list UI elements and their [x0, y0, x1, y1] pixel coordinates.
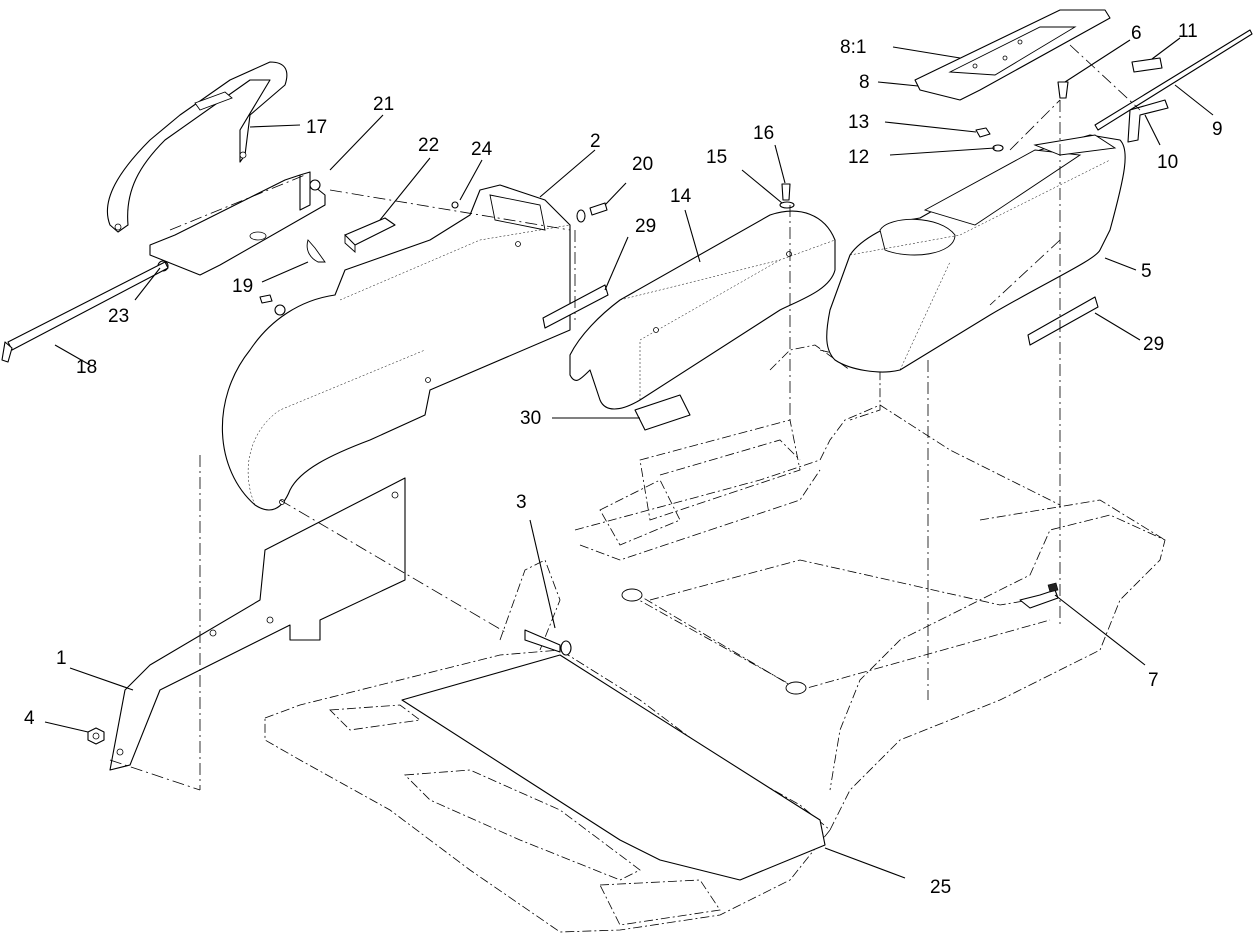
part-9-rod — [1094, 29, 1253, 131]
callout-1: 1 — [56, 648, 67, 669]
callout-5: 5 — [1141, 261, 1152, 282]
part-15-washer — [779, 201, 795, 209]
callout-20: 20 — [632, 154, 653, 175]
callout-3: 3 — [516, 492, 527, 513]
callout-9: 9 — [1212, 119, 1223, 140]
part-4-nut — [87, 727, 105, 745]
callout-8: 8 — [859, 72, 870, 93]
leader-lines — [44, 37, 1214, 879]
part-30-decal — [634, 394, 691, 431]
part-13-bolt — [975, 127, 991, 138]
callout-12: 12 — [848, 147, 869, 168]
part-29-decal-right — [1027, 296, 1099, 346]
part-11-cap — [1131, 57, 1163, 73]
part-8-armrest — [914, 9, 1111, 101]
callout-11: 11 — [1178, 21, 1198, 42]
callout-21: 21 — [373, 94, 394, 115]
fastener-19-screw — [259, 294, 286, 316]
callout-4: 4 — [24, 708, 35, 729]
alignment-lines — [109, 44, 1141, 791]
part-24-screw — [451, 201, 459, 209]
part-22-clip — [344, 217, 396, 254]
callout-labels: 1 2 3 4 5 6 7 8 8:1 9 10 11 12 13 14 15 … — [24, 21, 1223, 898]
callout-30: 30 — [520, 408, 541, 429]
part-5-right-console — [826, 134, 1126, 373]
callout-25: 25 — [930, 877, 951, 898]
callout-19: 19 — [232, 276, 253, 297]
callout-29-right: 29 — [1143, 334, 1164, 355]
part-21-bracket — [149, 171, 326, 276]
callout-16: 16 — [753, 123, 774, 144]
part-10-bracket — [1127, 99, 1169, 143]
callout-8-1: 8:1 — [840, 37, 866, 58]
callout-14: 14 — [670, 186, 692, 207]
part-7-clip — [1019, 582, 1059, 609]
callout-29-left: 29 — [635, 216, 656, 237]
callout-7: 7 — [1148, 670, 1159, 691]
part-2-left-console — [221, 184, 571, 511]
callout-24: 24 — [471, 139, 493, 160]
part-6-bolt — [1057, 81, 1069, 99]
part-19-pin — [306, 239, 326, 263]
callout-15: 15 — [706, 147, 727, 168]
callout-18: 18 — [76, 357, 97, 378]
part-29-decal-left — [542, 284, 609, 329]
part-18-rod — [1, 261, 169, 363]
part-1-side-panel — [109, 477, 406, 771]
part-20-screw — [576, 202, 608, 223]
callout-2: 2 — [590, 131, 601, 152]
callout-10: 10 — [1157, 152, 1178, 173]
callout-13: 13 — [848, 112, 869, 133]
part-16-screw — [781, 183, 791, 201]
callout-17: 17 — [306, 117, 327, 138]
callout-6: 6 — [1131, 23, 1142, 44]
callout-23: 23 — [108, 306, 129, 327]
callout-22: 22 — [418, 135, 439, 156]
part-17-handle — [106, 61, 288, 233]
part-25-plate — [401, 654, 826, 881]
part-3-pin — [524, 629, 572, 656]
part-14-cover — [569, 210, 836, 410]
